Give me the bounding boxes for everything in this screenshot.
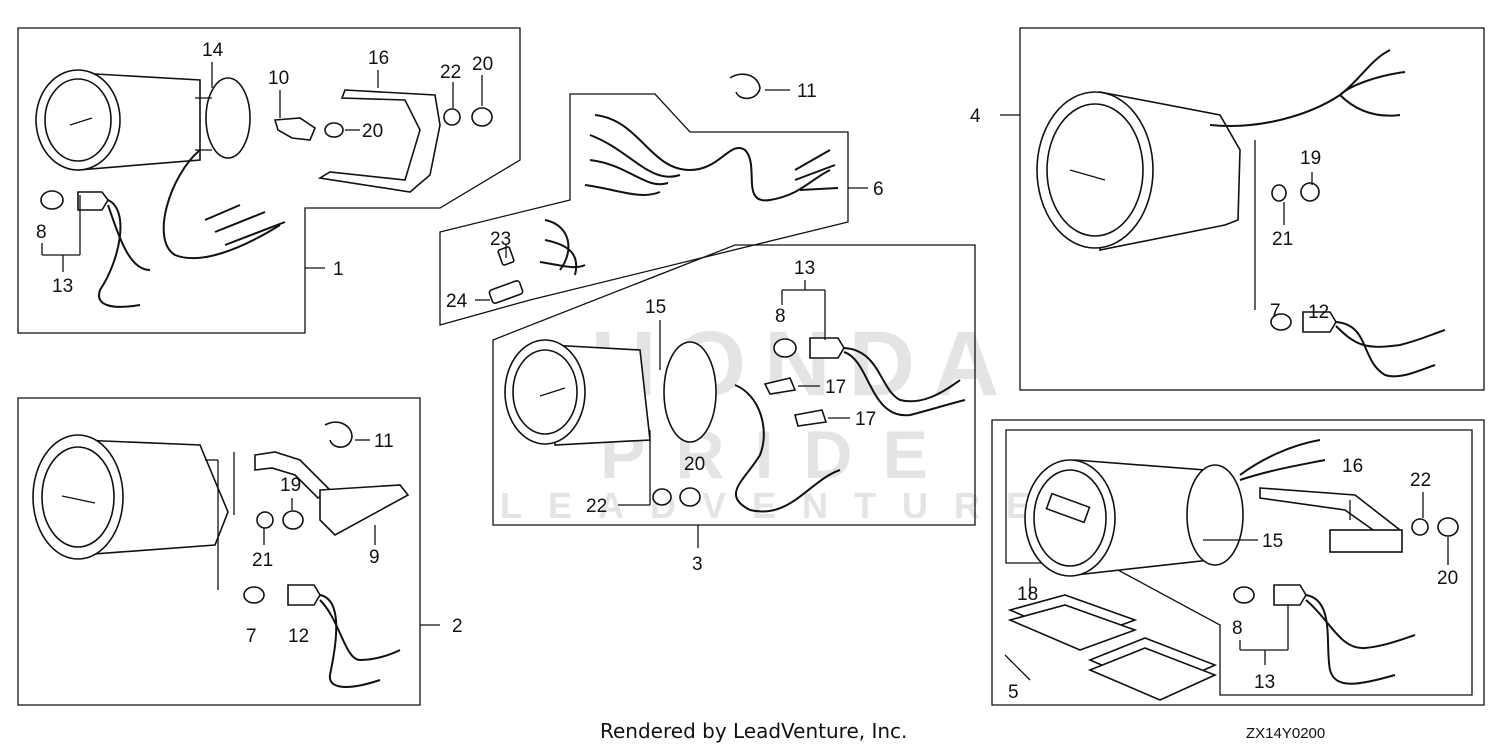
watermark-subtitle: PRIDE — [600, 417, 958, 493]
gauge-3[interactable] — [504, 339, 717, 446]
gauge-4[interactable] — [1036, 91, 1241, 251]
callout-labels: 14 16 10 22 20 20 8 13 1 11 6 23 24 4 19… — [36, 40, 1458, 703]
callout-7-b: 7 — [246, 626, 257, 647]
bulb-7-b[interactable] — [243, 586, 265, 604]
callout-3: 3 — [692, 554, 703, 575]
clamp-10[interactable] — [273, 117, 316, 141]
tube-24[interactable] — [488, 279, 524, 305]
assembly-3-border — [492, 244, 976, 526]
screw-17-b[interactable] — [793, 409, 828, 427]
washer-22-c[interactable] — [1411, 518, 1429, 536]
callout-11-a: 11 — [797, 81, 817, 102]
assembly-6[interactable] — [439, 73, 868, 326]
assembly-1[interactable] — [17, 27, 521, 334]
nut-20-a[interactable] — [324, 122, 344, 138]
tachometer-gauge-1[interactable] — [35, 69, 251, 171]
gauge-1-harness — [162, 149, 281, 260]
socket-13-b[interactable] — [809, 337, 845, 359]
assembly-5-border — [991, 419, 1485, 706]
callout-17-b: 17 — [855, 409, 876, 430]
callout-21-a: 21 — [1272, 229, 1293, 250]
callout-8-a: 8 — [36, 222, 47, 243]
screw-17-a[interactable] — [763, 377, 797, 395]
socket-13-c[interactable] — [1273, 584, 1307, 606]
washer-22-a[interactable] — [443, 108, 461, 126]
callout-13-a: 13 — [52, 276, 73, 297]
callout-2: 2 — [452, 616, 463, 637]
callout-7-a: 7 — [1270, 301, 1281, 322]
callout-24: 24 — [446, 291, 468, 312]
bulb-8-a[interactable] — [40, 190, 64, 210]
assembly-5[interactable] — [991, 419, 1485, 706]
nut-20-c[interactable] — [679, 487, 701, 507]
callout-22-a: 22 — [440, 62, 461, 83]
callout-19-b: 19 — [280, 475, 301, 496]
bulb-8-c[interactable] — [1233, 586, 1255, 604]
callout-13-c: 13 — [1254, 672, 1275, 693]
wire-harness-6[interactable] — [594, 114, 831, 202]
clip-11-b[interactable] — [324, 421, 353, 448]
callout-9: 9 — [369, 547, 380, 568]
watermark-brand: HONDA — [590, 313, 1017, 415]
assembly-6-border — [439, 93, 849, 326]
callout-8-b: 8 — [775, 306, 786, 327]
gauge-5[interactable] — [1024, 459, 1244, 577]
bulb-8-b[interactable] — [773, 338, 797, 358]
hose-9[interactable] — [254, 451, 332, 500]
callout-12-b: 12 — [288, 626, 309, 647]
callout-20-c: 20 — [684, 454, 705, 475]
watermark: HONDA PRIDE LEADVENTURE — [500, 313, 1056, 526]
render-credit: Rendered by LeadVenture, Inc. — [600, 719, 907, 743]
socket-13-a[interactable] — [77, 191, 109, 211]
watermark-owner: LEADVENTURE — [500, 485, 1056, 526]
nut-20-d[interactable] — [1437, 517, 1459, 537]
socket-12-b[interactable] — [287, 584, 321, 606]
callout-15-a: 15 — [645, 297, 666, 318]
diagram-code: ZX14Y0200 — [1246, 725, 1325, 742]
washer-22-b[interactable] — [652, 488, 672, 506]
callout-12-a: 12 — [1308, 302, 1329, 323]
callout-19-a: 19 — [1300, 148, 1321, 169]
callout-4: 4 — [970, 106, 981, 127]
assembly-5-inner-border — [1005, 429, 1473, 696]
nut-19-b[interactable] — [282, 510, 304, 530]
callout-10: 10 — [268, 68, 289, 89]
callout-8-c: 8 — [1232, 618, 1243, 639]
assembly-2[interactable] — [17, 397, 440, 706]
callout-11-b: 11 — [374, 431, 394, 452]
callout-17-a: 17 — [825, 377, 846, 398]
clip-11-a[interactable] — [729, 73, 761, 100]
callout-14: 14 — [202, 40, 224, 61]
nut-20-b[interactable] — [471, 107, 493, 127]
callout-16-b: 16 — [1342, 456, 1363, 477]
callout-18: 18 — [1017, 584, 1038, 605]
assembly-2-border — [17, 397, 421, 706]
callout-15-b: 15 — [1262, 531, 1283, 552]
callout-1: 1 — [333, 259, 344, 280]
callout-22-c: 22 — [1410, 470, 1431, 491]
callout-5: 5 — [1008, 682, 1019, 703]
nut-19-a[interactable] — [1300, 182, 1320, 202]
bracket-16[interactable] — [317, 89, 441, 193]
assembly-4[interactable] — [1000, 27, 1485, 391]
assembly-4-border — [1019, 27, 1485, 391]
callout-13-b: 13 — [794, 258, 815, 279]
callout-20-d: 20 — [1437, 568, 1458, 589]
callout-23: 23 — [490, 229, 511, 250]
bulb-7-a[interactable] — [1270, 313, 1292, 331]
washer-21-a[interactable] — [1271, 184, 1287, 202]
callout-16-a: 16 — [368, 48, 389, 69]
callout-22-b: 22 — [586, 496, 607, 517]
washer-21-b[interactable] — [256, 511, 274, 529]
callout-20-b: 20 — [362, 121, 383, 142]
assembly-1-border — [17, 27, 521, 334]
gauge-2[interactable] — [32, 434, 229, 560]
callout-6: 6 — [873, 179, 884, 200]
callout-20-a: 20 — [472, 54, 493, 75]
assembly-3[interactable] — [492, 244, 976, 548]
socket-12-a[interactable] — [1302, 311, 1337, 333]
callout-21-b: 21 — [252, 550, 273, 571]
